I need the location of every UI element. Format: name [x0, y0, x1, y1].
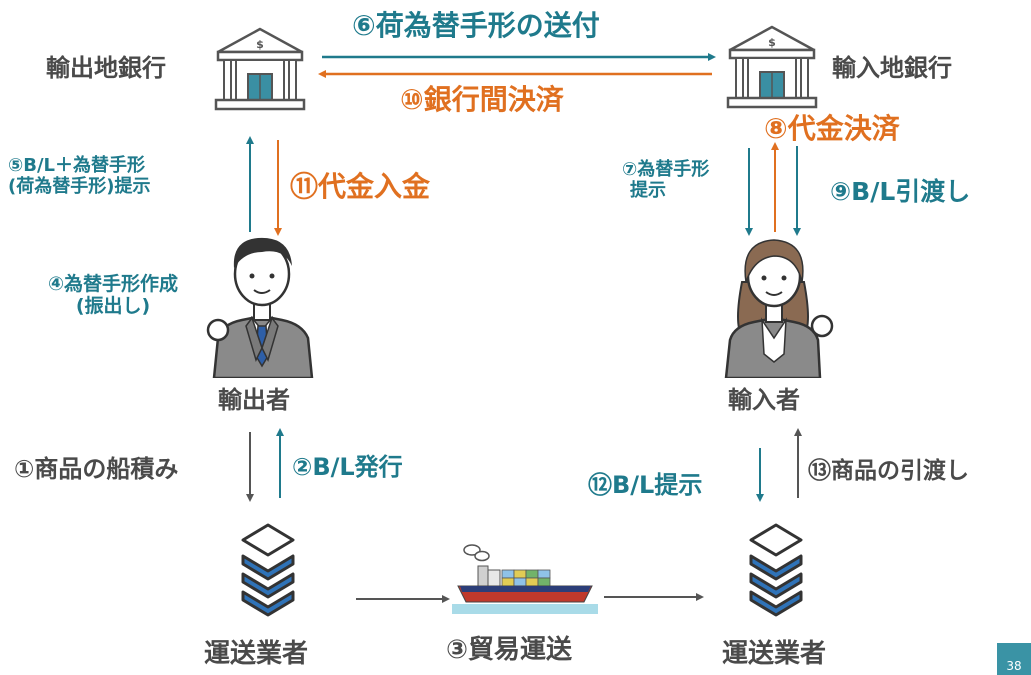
carrier-left-label: 運送業者	[204, 639, 309, 669]
container-ship-icon	[452, 544, 598, 614]
bank-building-icon: $	[726, 25, 818, 109]
step-7-label: ⑦為替手形 提示	[622, 159, 710, 201]
step-11-label: ⑪代金入金	[290, 170, 431, 203]
page-number: 38	[997, 643, 1031, 675]
step-5-label: ⑤B/L＋為替手形 (荷為替手形)提示	[8, 155, 151, 197]
step-4-line-2: (振出し)	[75, 294, 151, 317]
bank-building-icon: $	[214, 27, 306, 111]
step-3-label: ③貿易運送	[446, 635, 573, 665]
importer-label: 輸入者	[728, 386, 800, 414]
importer-bank-label: 輸入地銀行	[832, 54, 952, 82]
step-5-line-1: ⑤B/L＋為替手形	[8, 155, 146, 176]
exporter-bank-label: 輸出地銀行	[46, 54, 166, 82]
step-4-line-1: ④為替手形作成	[47, 273, 179, 295]
step-1-label: ①商品の船積み	[14, 455, 179, 483]
stacked-layers-icon	[241, 523, 295, 617]
step-10-label: ⑩銀行間決済	[400, 83, 564, 116]
businesswoman-icon	[724, 239, 834, 378]
step-4-label: ④為替手形作成 (振出し)	[8, 273, 218, 318]
exporter-label: 輸出者	[218, 386, 290, 414]
businessman-icon	[206, 237, 314, 378]
step-5-line-2: (荷為替手形)提示	[8, 175, 151, 197]
step-9-label: ⑨B/L引渡し	[830, 177, 971, 206]
step-6-label: ⑥荷為替手形の送付	[352, 9, 600, 42]
step-2-label: ②B/L発行	[292, 453, 403, 481]
step-13-label: ⑬商品の引渡し	[808, 458, 969, 484]
step-8-label: ⑧代金決済	[764, 112, 900, 145]
step-12-label: ⑫B/L提示	[588, 471, 703, 499]
step-7-line-2: 提示	[630, 179, 666, 201]
stacked-layers-icon	[749, 523, 803, 617]
carrier-right-label: 運送業者	[722, 639, 827, 669]
svg-text:$: $	[768, 36, 776, 49]
svg-text:$: $	[256, 38, 264, 51]
step-7-line-1: ⑦為替手形	[622, 159, 710, 180]
